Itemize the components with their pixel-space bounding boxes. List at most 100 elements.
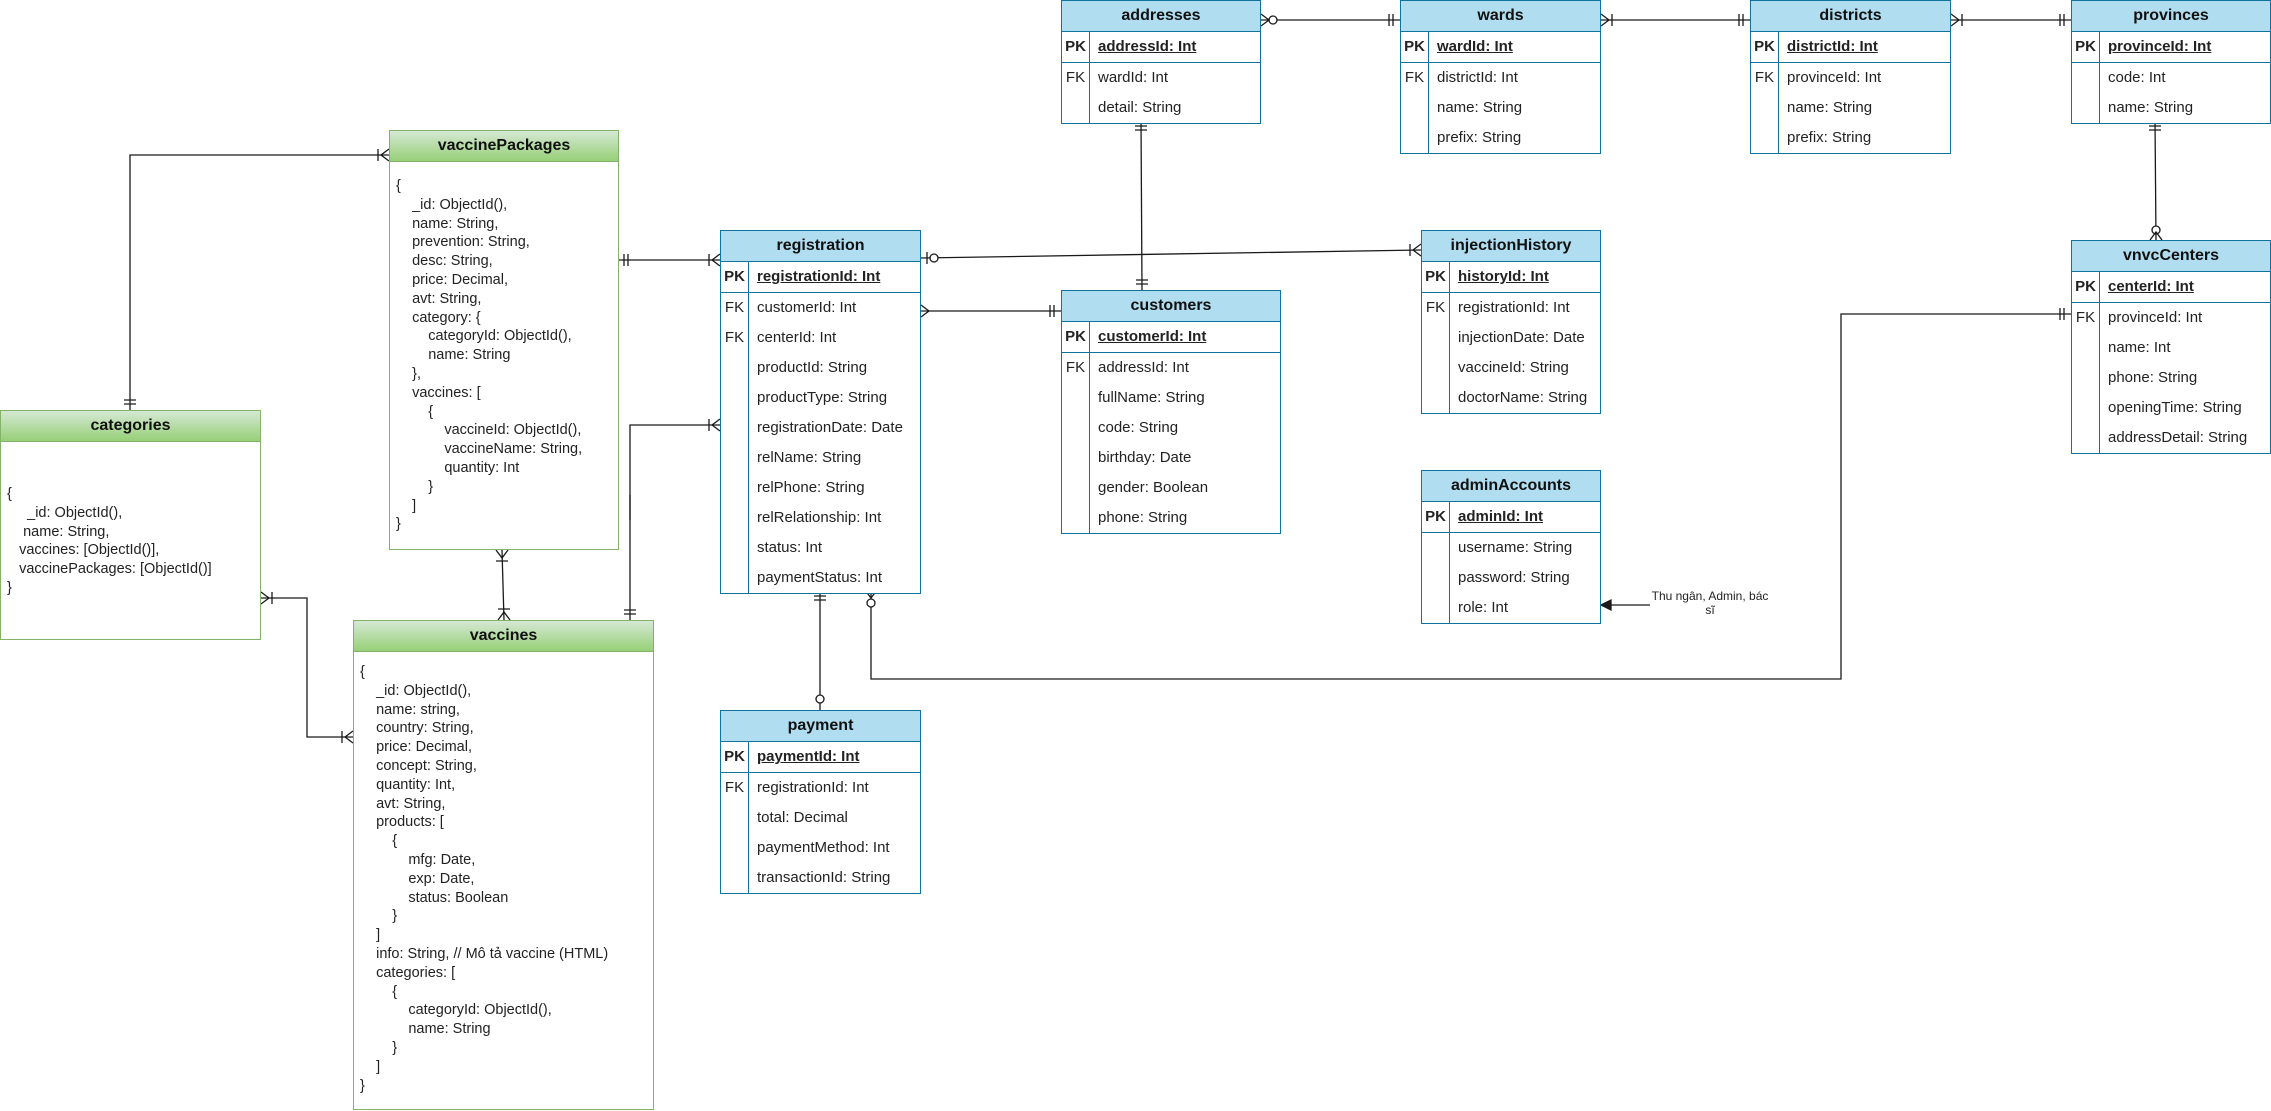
field-row: role: Int (1422, 593, 1600, 623)
collection-schema: { _id: ObjectId(), name: String, prevent… (396, 178, 583, 533)
rel-addresses-customers-one-mark-bottom (1136, 279, 1148, 285)
rel-packages-registration-one-mark (623, 254, 629, 266)
table-header: injectionHistory (1422, 231, 1600, 262)
field-row: phone: String (2072, 363, 2270, 393)
rel-registration-customers-one-mark (1049, 305, 1055, 317)
field-row: addressDetail: String (2072, 423, 2270, 453)
field-row: name: String (2072, 93, 2270, 123)
field-row: status: Int (721, 533, 920, 563)
rel-registration-payment-optional-mark (815, 694, 825, 704)
rel-packages-registration-crowfoot (708, 253, 721, 267)
rel-categories-packages-one-mark (124, 399, 136, 405)
table-header: payment (721, 711, 920, 742)
field-row: name: String (1401, 93, 1600, 123)
table-header: provinces (2072, 1, 2270, 32)
field-row: relRelationship: Int (721, 503, 920, 533)
field-row: relName: String (721, 443, 920, 473)
field-row: injectionDate: Date (1422, 323, 1600, 353)
field-row: code: String (1062, 413, 1280, 443)
collection-vaccine-packages[interactable]: vaccinePackages { _id: ObjectId(), name:… (389, 130, 619, 550)
table-header: vnvcCenters (2072, 241, 2270, 272)
rel-registration-payment-one-mark (814, 595, 826, 601)
collection-header: vaccines (354, 621, 653, 652)
rel-vaccines-registration-crowfoot (708, 418, 721, 432)
rel-registration-vnvccenters-optional-mark (866, 598, 876, 608)
field-row: registrationDate: Date (721, 413, 920, 443)
field-row: username: String (1422, 533, 1600, 563)
table-header: customers (1062, 291, 1280, 322)
field-row: name: String (1751, 93, 1950, 123)
rel-registration-injection-optional-mark (929, 253, 939, 263)
field-row: transactionId: String (721, 863, 920, 893)
field-row: total: Decimal (721, 803, 920, 833)
field-row: openingTime: String (2072, 393, 2270, 423)
field-row: prefix: String (1751, 123, 1950, 153)
table-header: adminAccounts (1422, 471, 1600, 502)
field-row: productType: String (721, 383, 920, 413)
rel-categories-packages-crowfoot (377, 148, 390, 162)
field-row: vaccineId: String (1422, 353, 1600, 383)
rel-registration-customers-crowfoot (920, 304, 931, 318)
rel-registration-injection (920, 249, 1422, 259)
rel-provinces-vnvccenters-optional-mark (2151, 225, 2161, 235)
collection-header: categories (1, 411, 260, 442)
field-row: productId: String (721, 353, 920, 383)
rel-addresses-wards-optional-mark (1268, 15, 1278, 25)
rel-wards-districts-crowfoot (1600, 13, 1613, 27)
field-row: relPhone: String (721, 473, 920, 503)
field-row: phone: String (1062, 503, 1280, 533)
field-row: fullName: String (1062, 383, 1280, 413)
rel-packages-vaccines-crowfoot-bottom (497, 608, 511, 621)
field-row: paymentStatus: Int (721, 563, 920, 593)
rel-provinces-vnvccenters (2154, 119, 2157, 241)
collection-schema: { _id: ObjectId(), name: string, country… (360, 664, 609, 1094)
rel-packages-vaccines-crowfoot-top (495, 549, 509, 562)
rel-addresses-wards-one-mark (1388, 14, 1394, 26)
collection-categories[interactable]: categories { _id: ObjectId(), name: Stri… (0, 410, 261, 640)
rel-registration-injection-crowfoot (1409, 243, 1422, 257)
table-header: addresses (1062, 1, 1260, 32)
rel-categories-vaccines-crowfoot-right (341, 730, 354, 744)
rel-addresses-wards-crowfoot (1260, 13, 1271, 27)
rel-districts-provinces-one-mark (2059, 14, 2065, 26)
field-row: password: String (1422, 563, 1600, 593)
collection-vaccines[interactable]: vaccines { _id: ObjectId(), name: string… (353, 620, 654, 1110)
collection-header: vaccinePackages (390, 131, 618, 162)
field-row: birthday: Date (1062, 443, 1280, 473)
field-row: paymentMethod: Int (721, 833, 920, 863)
rel-packages-vaccines (501, 549, 505, 621)
table-header: wards (1401, 1, 1600, 32)
field-row: gender: Boolean (1062, 473, 1280, 503)
rel-wards-districts-one-mark (1738, 14, 1744, 26)
field-row: doctorName: String (1422, 383, 1600, 413)
field-row: name: Int (2072, 333, 2270, 363)
rel-provinces-vnvccenters-one-mark (2149, 125, 2161, 131)
rel-vaccines-registration (629, 424, 720, 620)
field-row: prefix: String (1401, 123, 1600, 153)
